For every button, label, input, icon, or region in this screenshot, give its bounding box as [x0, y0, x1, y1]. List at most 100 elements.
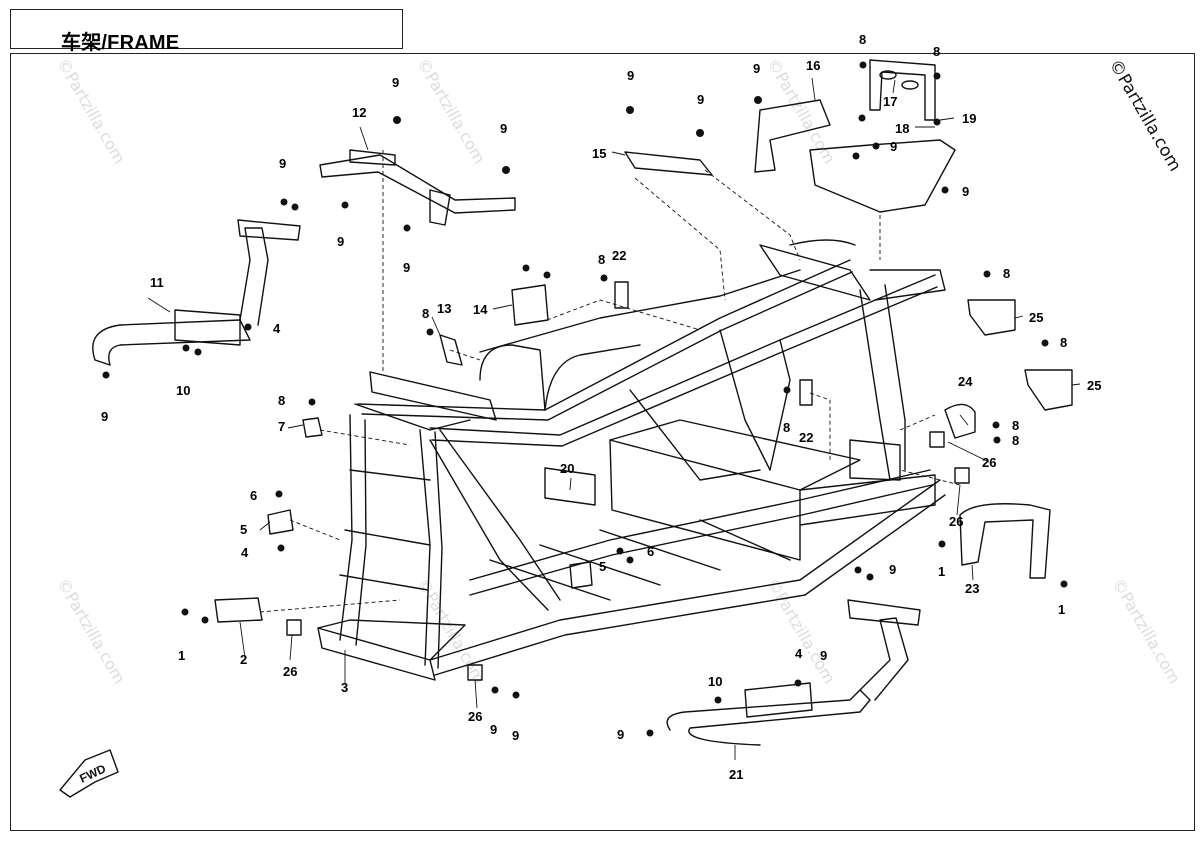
part-21-arm: [859, 617, 909, 701]
frame-front-post-right-2: [434, 431, 443, 669]
part-16-bracket-2: [809, 139, 956, 213]
frame-diag-a: [629, 389, 761, 481]
fwd-label: FWD: [77, 761, 108, 785]
part-12-mount: [349, 149, 396, 166]
frame-front-base: [317, 627, 436, 681]
callout-8: 8: [1060, 335, 1067, 350]
callout-9: 9: [820, 648, 827, 663]
frame-diag-c: [769, 339, 791, 471]
callout-9: 9: [279, 156, 286, 171]
callout-23: 23: [965, 581, 979, 596]
frame-lower-rail-right-2: [469, 484, 933, 596]
callout-9: 9: [617, 727, 624, 742]
frame-lower-rail-left: [429, 479, 941, 661]
callout-15: 15: [592, 146, 606, 161]
callout-8: 8: [859, 32, 866, 47]
callout-8: 8: [1012, 433, 1019, 448]
callout-1: 1: [1058, 602, 1065, 617]
frame-lower-rail-right: [469, 469, 931, 581]
part-21-rack: [666, 689, 871, 746]
callout-4: 4: [795, 646, 803, 661]
frame-arch: [479, 344, 546, 411]
frame-upper-right-rail-inner: [431, 286, 938, 447]
callout-20: 20: [560, 461, 574, 476]
callout-7: 7: [278, 419, 285, 434]
frame-rear-top-bracket-2: [869, 269, 946, 301]
fwd-arrow-shape: [59, 749, 119, 798]
frame-rear-post-2: [884, 284, 906, 471]
callout-19: 19: [962, 111, 976, 126]
part-17-grommet-2: [901, 80, 919, 90]
callout-9: 9: [627, 68, 634, 83]
part-26-pad: [929, 431, 945, 448]
callout-4: 4: [241, 545, 249, 560]
part-25-bracket-2: [1024, 369, 1073, 411]
part-11-rack-bracket: [174, 309, 241, 346]
callout-22: 22: [612, 248, 626, 263]
part-11-rack: [92, 319, 251, 366]
callout-13: 13: [437, 301, 451, 316]
callout-25: 25: [1087, 378, 1101, 393]
frame-front-top-rail: [354, 403, 471, 431]
callout-10: 10: [708, 674, 722, 689]
callout-5: 5: [240, 522, 247, 537]
callout-8: 8: [783, 420, 790, 435]
callout-9: 9: [500, 121, 507, 136]
part-17-grommet: [879, 70, 897, 80]
part-26-pad: [286, 619, 302, 636]
part-15-bar: [624, 151, 713, 176]
frame-rear-box-top: [609, 419, 861, 491]
callout-9: 9: [512, 728, 519, 743]
frame-rear-top-tube: [789, 239, 856, 246]
callout-26: 26: [982, 455, 996, 470]
frame-rear-box: [609, 439, 801, 561]
part-26-pad: [954, 467, 970, 484]
frame-front-cross-2: [344, 529, 431, 546]
callout-14: 14: [473, 302, 488, 317]
callout-8: 8: [422, 306, 429, 321]
part-14-bracket: [511, 284, 549, 326]
part-5-bracket: [569, 561, 593, 589]
callout-8: 8: [278, 393, 285, 408]
frame-cross-tube-top: [479, 269, 801, 353]
callout-8: 8: [1012, 418, 1019, 433]
part-11-rack-arm: [239, 227, 269, 326]
part-12-mount-2: [429, 189, 451, 226]
callout-26: 26: [283, 664, 297, 679]
frame-front-post-left: [339, 414, 353, 641]
diagram-border: [10, 53, 1195, 831]
callout-9: 9: [403, 260, 410, 275]
callout-2: 2: [240, 652, 247, 667]
part-21-plate: [847, 599, 921, 626]
frame-front-cross: [349, 469, 431, 481]
callout-9: 9: [101, 409, 108, 424]
callout-21: 21: [729, 767, 743, 782]
frame-diag-b: [719, 329, 771, 471]
callout-1: 1: [178, 648, 185, 663]
callout-11: 11: [150, 275, 164, 290]
part-25-bracket: [967, 299, 1016, 336]
frame-front-cross-3: [339, 574, 429, 591]
frame-rear-post: [859, 289, 891, 481]
callout-26: 26: [949, 514, 963, 529]
frame-rear-top-bracket: [759, 244, 871, 301]
callout-18: 18: [895, 121, 909, 136]
frame-front-post-left-2: [355, 419, 367, 646]
callout-12: 12: [352, 105, 366, 120]
callout-9: 9: [889, 562, 896, 577]
part-24-plate: [944, 403, 976, 439]
part-12-bracket: [319, 154, 516, 214]
callout-22: 22: [799, 430, 813, 445]
frame-upper-left-rail-inner: [361, 271, 853, 421]
part-22-bracket-2: [799, 379, 813, 406]
callout-9: 9: [337, 234, 344, 249]
frame-floor-cross: [489, 519, 791, 601]
part-11-rack-plate: [237, 219, 301, 241]
part-13-bracket: [439, 334, 463, 366]
part-26-pad: [467, 664, 483, 681]
callout-9: 9: [890, 139, 897, 154]
callout-25: 25: [1029, 310, 1043, 325]
callout-17: 17: [883, 94, 897, 109]
callout-8: 8: [1003, 266, 1010, 281]
